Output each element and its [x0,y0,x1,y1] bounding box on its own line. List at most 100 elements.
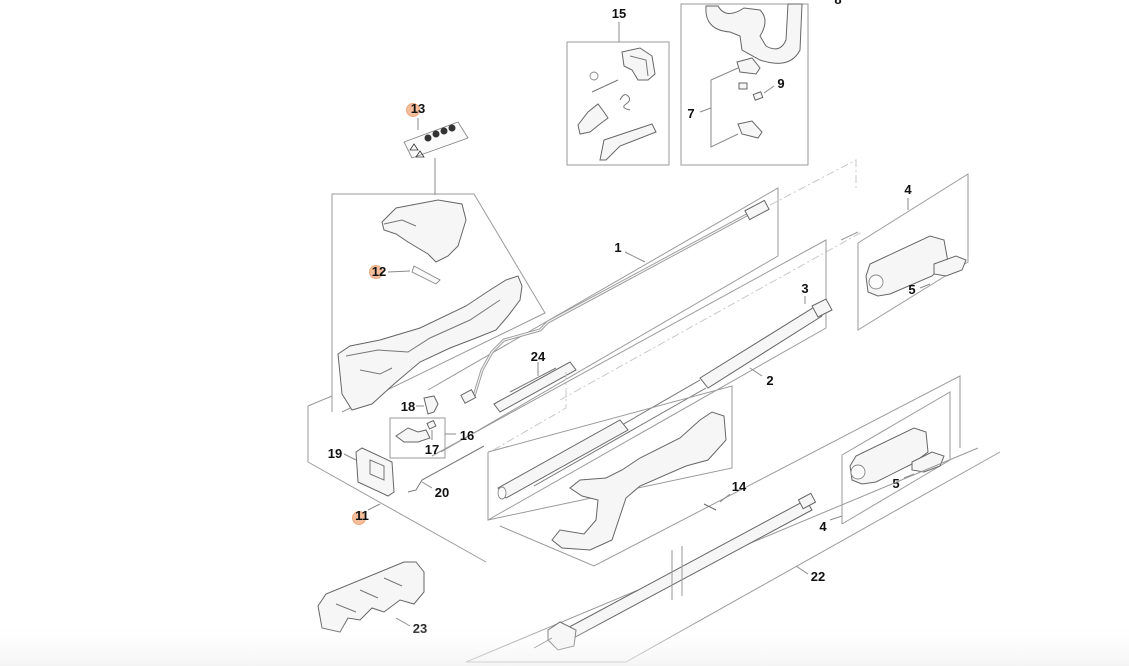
callout-17[interactable]: 17 [425,442,439,457]
callout-18[interactable]: 18 [401,399,415,414]
cable-connector-icon [744,199,770,221]
frame-edge [840,231,859,241]
centerline [559,231,863,401]
nut-left-icon [738,82,748,90]
coupling-upper-group[interactable]: 4 5 [840,173,969,331]
spring-icon [426,419,437,430]
shaft-frame [431,239,827,521]
locking-lever-upper-icon [933,255,967,277]
frame-edge [307,395,333,407]
frame-edge [499,375,961,567]
callout-7[interactable]: 7 [687,106,694,121]
spring-small-icon [589,71,599,81]
handle-clamp-group[interactable]: 7 9 [680,3,809,166]
trigger-kit-frame [566,41,670,166]
control-handle-group[interactable]: 19 20 11 [307,395,487,563]
decal-symbol-icon [424,134,432,142]
sleeve-bore [850,464,866,480]
decal-symbol-icon [432,130,440,138]
control-handle-frame [307,406,487,563]
decal-symbol-icon [448,124,456,132]
callout-partial-8[interactable]: 8 [834,0,841,7]
coupling-lower-group[interactable]: 5 4 [819,391,951,534]
decal-warning-triangle-icon [409,143,419,151]
callout-15[interactable]: 15 [612,6,626,21]
shaft-tube-group[interactable]: 3 2 [431,239,833,521]
bottom-fade [0,620,1129,666]
highlight-13 [406,103,420,117]
coupling-upper-frame [857,173,969,331]
nut-right-icon [752,91,764,101]
decal-symbol-icon [440,127,448,135]
callout-24[interactable]: 24 [531,349,546,364]
callout-1[interactable]: 1 [614,240,621,255]
lower-handle-group[interactable]: 14 [487,375,961,567]
locking-lever-lower-icon [911,451,945,473]
callout-20[interactable]: 20 [435,485,449,500]
switch-kit-frame [389,417,446,459]
leader-19 [343,453,357,461]
cable-group[interactable]: 1 24 [427,187,779,453]
cover-detail [383,219,417,227]
leader-5-upper [919,283,931,289]
handle-housing-lower-icon [551,411,727,551]
warning-label-group[interactable]: 13 [403,101,469,195]
callout-4-lower[interactable]: 4 [819,519,827,534]
callout-11[interactable]: 11 [355,508,369,523]
cable-inner [473,209,757,397]
callout-2[interactable]: 2 [766,373,773,388]
interlock-lever-icon [423,395,439,415]
callout-12[interactable]: 12 [372,264,386,279]
drive-shaft-end-icon [811,298,833,318]
callout-4-upper[interactable]: 4 [904,182,912,197]
trigger-lever-icon [577,103,609,135]
handle-housing-half-icon [337,275,523,411]
callout-19[interactable]: 19 [328,446,342,461]
contact-plate-icon [493,361,577,413]
coupling-lower-frame [841,391,951,525]
leader-9 [763,85,775,94]
callout-3[interactable]: 3 [801,281,808,296]
lever-housing-icon [621,47,656,81]
sleeve-bore [868,274,884,290]
housing-detail [629,55,649,77]
leader-11 [367,503,381,511]
pin-icon [591,79,619,93]
centerline [769,159,857,206]
highlight-11 [352,511,366,525]
callout-22[interactable]: 22 [811,569,825,584]
screw-icon [703,503,717,511]
highlight-12 [369,265,383,279]
callout-5-lower[interactable]: 5 [892,476,899,491]
leader-1 [624,251,646,263]
shaft-line [533,387,707,487]
cable-plug-icon [460,388,477,404]
decal-warning-triangle-icon [415,150,425,158]
slide-insert-icon [411,265,441,285]
trigger-lever-kit-group[interactable]: 15 [566,6,670,166]
electronic-module-icon [355,447,395,497]
callout-13[interactable]: 13 [411,101,425,116]
leader-7-bracket [710,67,739,148]
lower-clamp-icon [737,120,763,139]
leader-7 [699,107,712,113]
plate-detail [509,367,557,393]
handle-clamp-frame [680,3,809,166]
callout-5-upper[interactable]: 5 [908,282,915,297]
housing-detail [345,299,501,357]
wire-rod-icon [407,445,485,493]
handle-housing-group[interactable]: 12 [331,193,546,413]
leader-5-lower [903,473,915,479]
leader-2 [749,367,763,377]
centerline [489,372,567,453]
loop-handle-icon [705,3,803,64]
callout-14[interactable]: 14 [732,479,747,494]
shaft-end-fitting-icon [797,492,817,510]
callout-16[interactable]: 16 [460,428,474,443]
leader-12 [387,270,411,273]
housing-detail [359,367,393,375]
switch-kit-group[interactable]: 18 17 16 [389,395,474,459]
callout-9[interactable]: 9 [777,76,784,91]
upper-clamp-icon [736,57,761,75]
holder-detail [335,577,403,613]
